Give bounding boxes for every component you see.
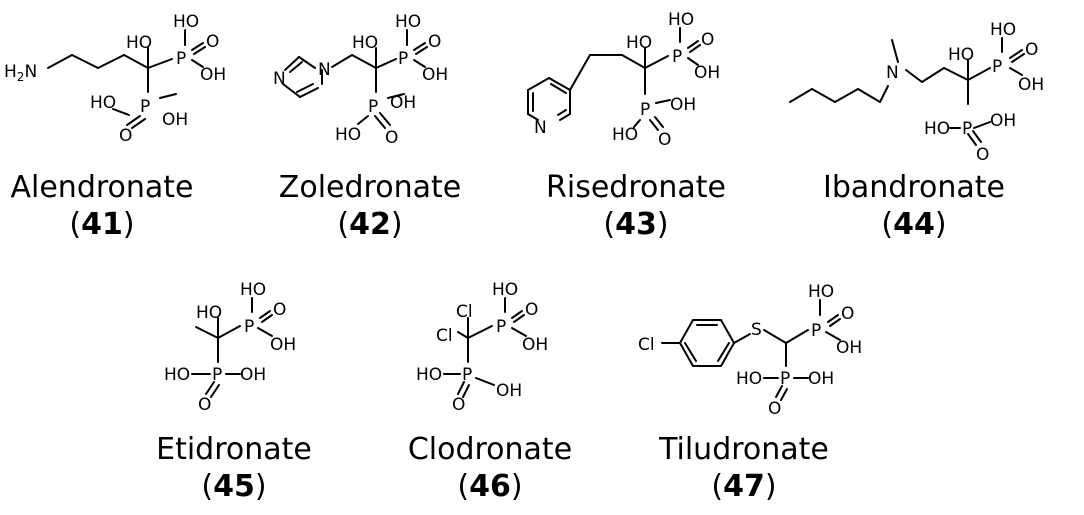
atom-hydroxyl: HO xyxy=(126,33,152,53)
atom-hydroxyl: HO xyxy=(90,93,116,113)
atom-hydroxyl: OH xyxy=(270,335,296,355)
atom-hydroxyl: HO xyxy=(612,125,638,145)
atom-hydroxyl: OH xyxy=(200,65,226,85)
atom-hydroxyl: OH xyxy=(240,365,266,385)
atom-oxygen: O xyxy=(658,130,671,150)
compound-number: (44) xyxy=(881,207,946,242)
atom-oxygen: O xyxy=(1025,40,1038,60)
compound-name: Zoledronate xyxy=(279,170,461,205)
compound-number: (45) xyxy=(201,469,266,504)
atom-hydroxyl: HO xyxy=(164,365,190,385)
atom-hydroxyl: OH xyxy=(808,369,834,389)
atom-sulfur: S xyxy=(751,320,762,340)
atom-hydroxyl: OH xyxy=(990,111,1016,131)
atom-hydroxyl: HO xyxy=(416,365,442,385)
atom-hydroxyl: HO xyxy=(335,125,361,145)
atom-amine: H2N xyxy=(4,62,37,84)
atom-hydroxyl: HO xyxy=(196,303,222,323)
compound-name: Risedronate xyxy=(546,170,726,205)
compound-name: Etidronate xyxy=(156,432,312,467)
atom-hydroxyl: HO xyxy=(736,369,762,389)
atom-phosphorus: P xyxy=(462,365,472,385)
atom-phosphorus: P xyxy=(212,365,222,385)
atom-hydroxyl: OH xyxy=(496,381,522,401)
atom-nitrogen: N xyxy=(273,69,286,89)
atom-hydroxyl: OH xyxy=(670,95,696,115)
atom-hydroxyl: OH xyxy=(694,63,720,83)
atom-chlorine: Cl xyxy=(436,326,453,346)
atom-phosphorus: P xyxy=(496,317,506,337)
atom-hydroxyl: HO xyxy=(352,33,378,53)
compound-number: (41) xyxy=(69,207,134,242)
atom-nitrogen: N xyxy=(886,63,899,83)
compound-number: (46) xyxy=(457,469,522,504)
atom-oxygen: O xyxy=(452,395,465,415)
atom-oxygen: O xyxy=(525,300,538,320)
atom-oxygen: O xyxy=(119,126,132,146)
atom-phosphorus: P xyxy=(140,97,150,117)
atom-chlorine: Cl xyxy=(638,335,655,355)
atom-phosphorus: P xyxy=(672,47,682,67)
compound-number: (47) xyxy=(711,469,776,504)
structure-alendronate xyxy=(47,29,206,129)
compound-alendronate: H2N HO P HO O OH P HO OH O Alendronate (… xyxy=(4,12,226,242)
compound-name: Ibandronate xyxy=(823,170,1005,205)
atom-phosphorus: P xyxy=(398,49,408,69)
atom-hydroxyl: HO xyxy=(395,12,421,32)
compound-name: Clodronate xyxy=(408,432,572,467)
atom-nitrogen: N xyxy=(534,118,547,138)
compound-risedronate: N HO P HO O OH P OH HO O Risedronate (43… xyxy=(527,10,726,242)
compound-tiludronate: Cl S P HO O OH P HO OH O Tiludronate (47… xyxy=(638,282,862,504)
compound-etidronate: HO P HO O OH P HO OH O Etidronate (45) xyxy=(156,280,312,504)
atom-phosphorus: P xyxy=(962,119,972,139)
compound-zoledronate: N N HO P HO O OH P OH HO O Zoledronate (… xyxy=(273,12,461,242)
atom-oxygen: O xyxy=(206,32,219,52)
atom-oxygen: O xyxy=(701,30,714,50)
atom-nitrogen: N xyxy=(318,60,331,80)
atom-hydroxyl: OH xyxy=(522,335,548,355)
atom-phosphorus: P xyxy=(368,97,378,117)
atom-hydroxyl: HO xyxy=(808,282,834,302)
compound-clodronate: Cl Cl P HO O OH P HO OH O Clodronate (46… xyxy=(408,280,572,504)
atom-hydroxyl: HO xyxy=(668,10,694,30)
atom-oxygen: O xyxy=(273,300,286,320)
atom-hydroxyl: OH xyxy=(836,338,862,358)
atom-hydroxyl: OH xyxy=(1018,75,1044,95)
atom-hydroxyl: OH xyxy=(422,65,448,85)
structure-ibandronate xyxy=(789,37,1025,146)
atom-phosphorus: P xyxy=(992,57,1002,77)
atom-phosphorus: P xyxy=(780,369,790,389)
atom-hydroxyl: HO xyxy=(173,12,199,32)
atom-oxygen: O xyxy=(768,399,781,419)
compound-number: (42) xyxy=(337,207,402,242)
atom-hydroxyl: HO xyxy=(948,45,974,65)
atom-oxygen: O xyxy=(198,395,211,415)
atom-hydroxyl: HO xyxy=(240,280,266,300)
structure-clodronate xyxy=(443,297,527,398)
structure-zoledronate xyxy=(282,29,428,129)
atom-oxygen: O xyxy=(385,128,398,148)
atom-chlorine: Cl xyxy=(456,302,473,322)
atom-phosphorus: P xyxy=(176,49,186,69)
atom-oxygen: O xyxy=(428,32,441,52)
compound-number: (43) xyxy=(603,207,668,242)
structure-tiludronate xyxy=(661,299,841,401)
compound-name: Tiludronate xyxy=(658,432,829,467)
atom-hydroxyl: HO xyxy=(990,20,1016,40)
atom-hydroxyl: HO xyxy=(924,119,950,139)
structure-risedronate xyxy=(527,27,701,131)
atom-oxygen: O xyxy=(841,304,854,324)
atom-hydroxyl: HO xyxy=(492,280,518,300)
atom-phosphorus: P xyxy=(811,321,821,341)
atom-phosphorus: P xyxy=(244,317,254,337)
compound-name: Alendronate xyxy=(10,170,193,205)
atom-phosphorus: P xyxy=(640,100,650,120)
compound-ibandronate: N HO P HO O OH P HO OH O Ibandronate (44… xyxy=(789,20,1044,242)
atom-hydroxyl: OH xyxy=(162,110,188,130)
atom-oxygen: O xyxy=(976,145,989,165)
structure-etidronate xyxy=(191,297,273,398)
atom-hydroxyl: HO xyxy=(626,33,652,53)
atom-hydroxyl: OH xyxy=(390,93,416,113)
